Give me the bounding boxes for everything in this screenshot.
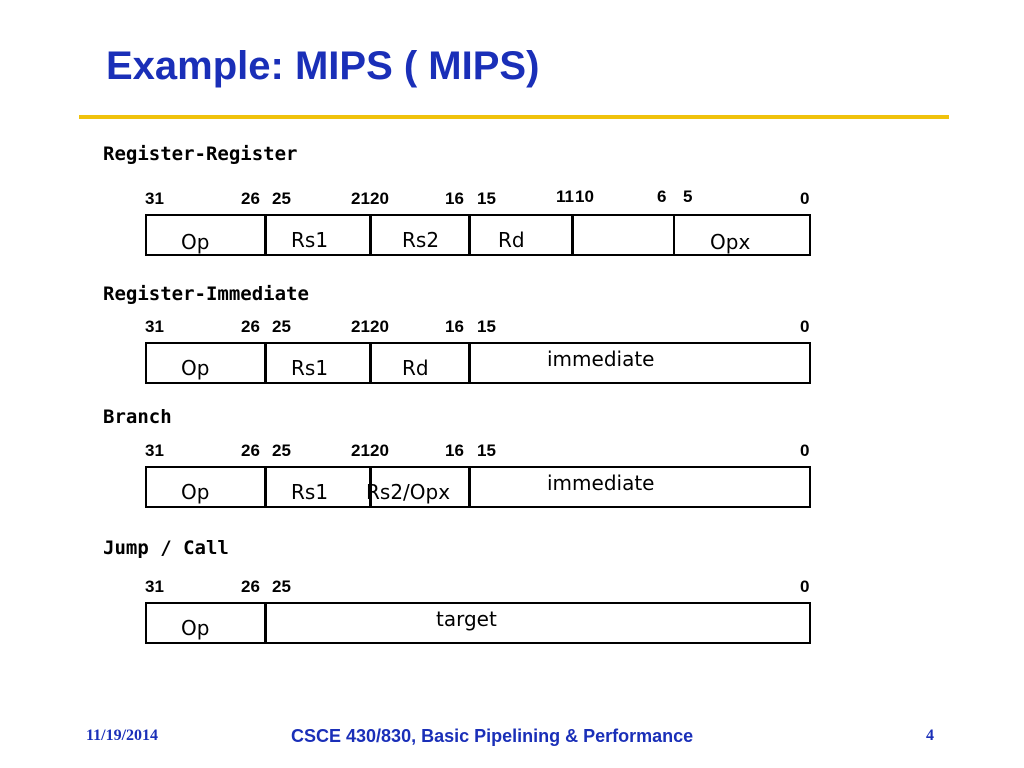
title-underline (79, 115, 949, 119)
page-number: 4 (926, 727, 934, 744)
bit-label: 20 (370, 441, 389, 460)
field-divider (369, 344, 372, 382)
bit-label: 31 (145, 189, 164, 208)
field-divider (264, 468, 267, 506)
field-divider (468, 216, 471, 254)
field-rd: Rd (402, 356, 429, 380)
field-divider (369, 468, 372, 506)
bit-label: 26 (241, 317, 260, 336)
instruction-format-box-branch: Op Rs1 Rs2/Opx immediate (145, 466, 811, 508)
instruction-format-box-register-immediate: Op Rs1 Rd immediate (145, 342, 811, 384)
bit-label: 5 (683, 187, 693, 206)
field-rs1: Rs1 (291, 356, 329, 380)
bit-label: 6 (657, 187, 667, 206)
bit-label: 20 (370, 317, 389, 336)
format-heading-branch: Branch (103, 406, 172, 428)
field-op: Op (181, 616, 210, 640)
field-divider (468, 344, 471, 382)
field-divider (673, 216, 675, 254)
bit-label: 25 (272, 317, 291, 336)
field-rs1: Rs1 (291, 480, 329, 504)
field-divider (369, 216, 372, 254)
bit-label: 25 (272, 441, 291, 460)
field-divider (571, 216, 574, 254)
field-rd: Rd (498, 228, 525, 252)
bit-label: 20 (370, 189, 389, 208)
format-heading-jump-call: Jump / Call (103, 537, 229, 559)
bit-label: 16 (445, 317, 464, 336)
field-immediate: immediate (547, 471, 655, 495)
field-divider (264, 604, 267, 642)
bit-label: 15 (477, 317, 496, 336)
format-heading-register-immediate: Register-Immediate (103, 283, 309, 305)
bit-label: 15 (477, 441, 496, 460)
bit-label: 31 (145, 577, 164, 596)
field-divider (468, 468, 471, 506)
bit-label: 31 (145, 317, 164, 336)
format-heading-register-register: Register-Register (103, 143, 298, 165)
footer-date: 11/19/2014 (86, 727, 159, 744)
bit-label: 15 (477, 189, 496, 208)
field-op: Op (181, 356, 210, 380)
instruction-format-box-jump-call: Op target (145, 602, 811, 644)
bit-label: 26 (241, 189, 260, 208)
footer-course-title: CSCE 430/830, Basic Pipelining & Perform… (291, 726, 694, 746)
bit-label: 25 (272, 577, 291, 596)
field-immediate: immediate (547, 347, 655, 371)
bit-label: 16 (445, 441, 464, 460)
bit-label: 0 (800, 189, 810, 208)
bit-label: 21 (351, 441, 370, 460)
field-opx: Opx (710, 230, 751, 254)
bit-label: 10 (575, 187, 594, 206)
bit-label: 16 (445, 189, 464, 208)
field-target: target (436, 607, 497, 631)
field-rs2: Rs2 (402, 228, 440, 252)
field-divider (264, 344, 267, 382)
bit-label: 21 (351, 189, 370, 208)
bit-label: 26 (241, 577, 260, 596)
bit-label: 26 (241, 441, 260, 460)
bit-label: 0 (800, 577, 810, 596)
field-rs1: Rs1 (291, 228, 329, 252)
bit-label: 0 (800, 441, 810, 460)
field-divider (264, 216, 267, 254)
field-op: Op (181, 230, 210, 254)
slide-title: Example: MIPS ( MIPS) (106, 44, 540, 88)
bit-label: 31 (145, 441, 164, 460)
instruction-format-box-register-register: Op Rs1 Rs2 Rd Opx (145, 214, 811, 256)
bit-label: 21 (351, 317, 370, 336)
field-op: Op (181, 480, 210, 504)
bit-label: 25 (272, 189, 291, 208)
field-rs2-opx: Rs2/Opx (366, 480, 451, 504)
bit-label: 11 (556, 187, 574, 206)
bit-label: 0 (800, 317, 810, 336)
